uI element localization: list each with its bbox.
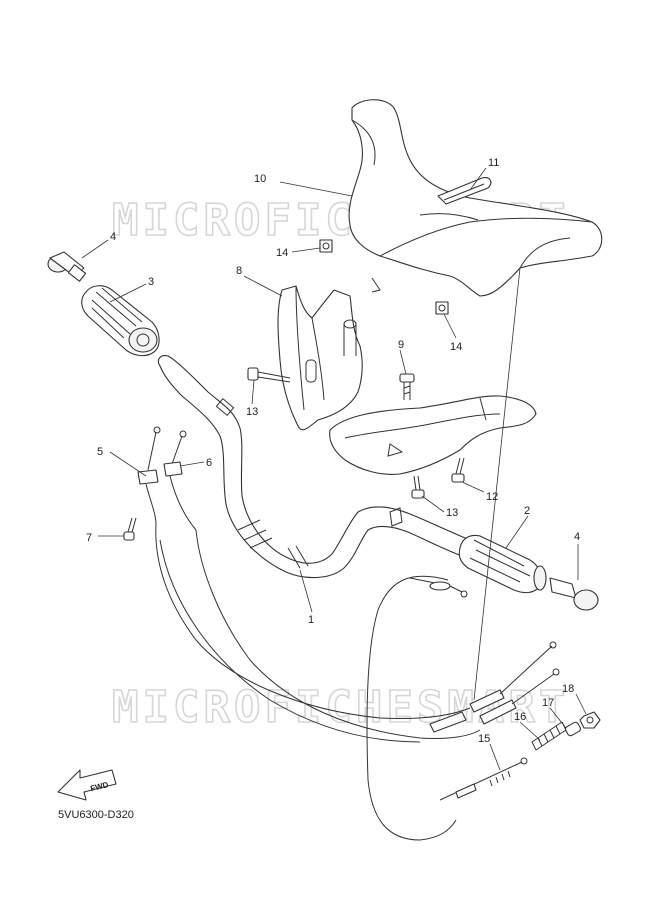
- handlebar[interactable]: [157, 355, 471, 579]
- fwd-label: FWD: [89, 780, 109, 793]
- leader-lines: [81, 167, 587, 771]
- lower-handle-cover[interactable]: [277, 285, 363, 431]
- callout-18: 18: [562, 683, 574, 695]
- grip-end-right[interactable]: [549, 577, 599, 611]
- callout-10: 10: [254, 173, 266, 185]
- nut-14-upper[interactable]: [319, 239, 333, 253]
- drawing-code: 5VU6300-D320: [58, 809, 134, 821]
- upper-handle-cover[interactable]: [348, 99, 603, 297]
- callout-8: 8: [236, 265, 242, 277]
- callout-3: 3: [148, 276, 154, 288]
- fwd-arrow-icon: FWD: [57, 769, 117, 801]
- callout-7: 7: [86, 532, 92, 544]
- callout-9: 9: [398, 339, 404, 351]
- right-grip[interactable]: [458, 534, 547, 594]
- callout-14-upper: 14: [276, 247, 288, 259]
- cable-adjusters[interactable]: [429, 641, 560, 733]
- nut-14-lower[interactable]: [435, 301, 449, 315]
- bolt-12[interactable]: [451, 457, 465, 483]
- callout-6: 6: [206, 457, 212, 469]
- throttle-cable-6[interactable]: [163, 430, 197, 531]
- callout-13-lower: 13: [446, 507, 458, 519]
- callout-15: 15: [478, 733, 490, 745]
- callout-4-left: 4: [110, 231, 116, 243]
- callout-4-right: 4: [574, 531, 580, 543]
- emblem[interactable]: [437, 177, 492, 205]
- watermark-bottom: MICROFICHESMART: [112, 682, 569, 733]
- screw-7[interactable]: [123, 517, 137, 541]
- callout-13-left: 13: [246, 406, 258, 418]
- bolt-9[interactable]: [399, 373, 415, 400]
- callout-16: 16: [514, 711, 526, 723]
- throttle-cable-5[interactable]: [137, 426, 161, 525]
- callout-2: 2: [524, 505, 530, 517]
- cable-loops: [155, 523, 481, 841]
- nut-18[interactable]: [579, 711, 601, 729]
- spring-16[interactable]: [531, 721, 567, 751]
- cable-15[interactable]: [439, 757, 528, 801]
- left-grip[interactable]: [81, 285, 160, 357]
- bolt-13-left[interactable]: [247, 367, 291, 383]
- callout-17: 17: [542, 697, 554, 709]
- lower-cover-right[interactable]: [329, 395, 537, 475]
- callout-14-lower: 14: [450, 341, 462, 353]
- callout-12: 12: [486, 491, 498, 503]
- adjuster-17[interactable]: [564, 721, 582, 737]
- callout-11: 11: [488, 157, 499, 169]
- callout-1: 1: [308, 614, 314, 626]
- bolt-13-lower[interactable]: [411, 475, 425, 499]
- callout-5: 5: [97, 446, 103, 458]
- grip-end-left[interactable]: [47, 251, 87, 282]
